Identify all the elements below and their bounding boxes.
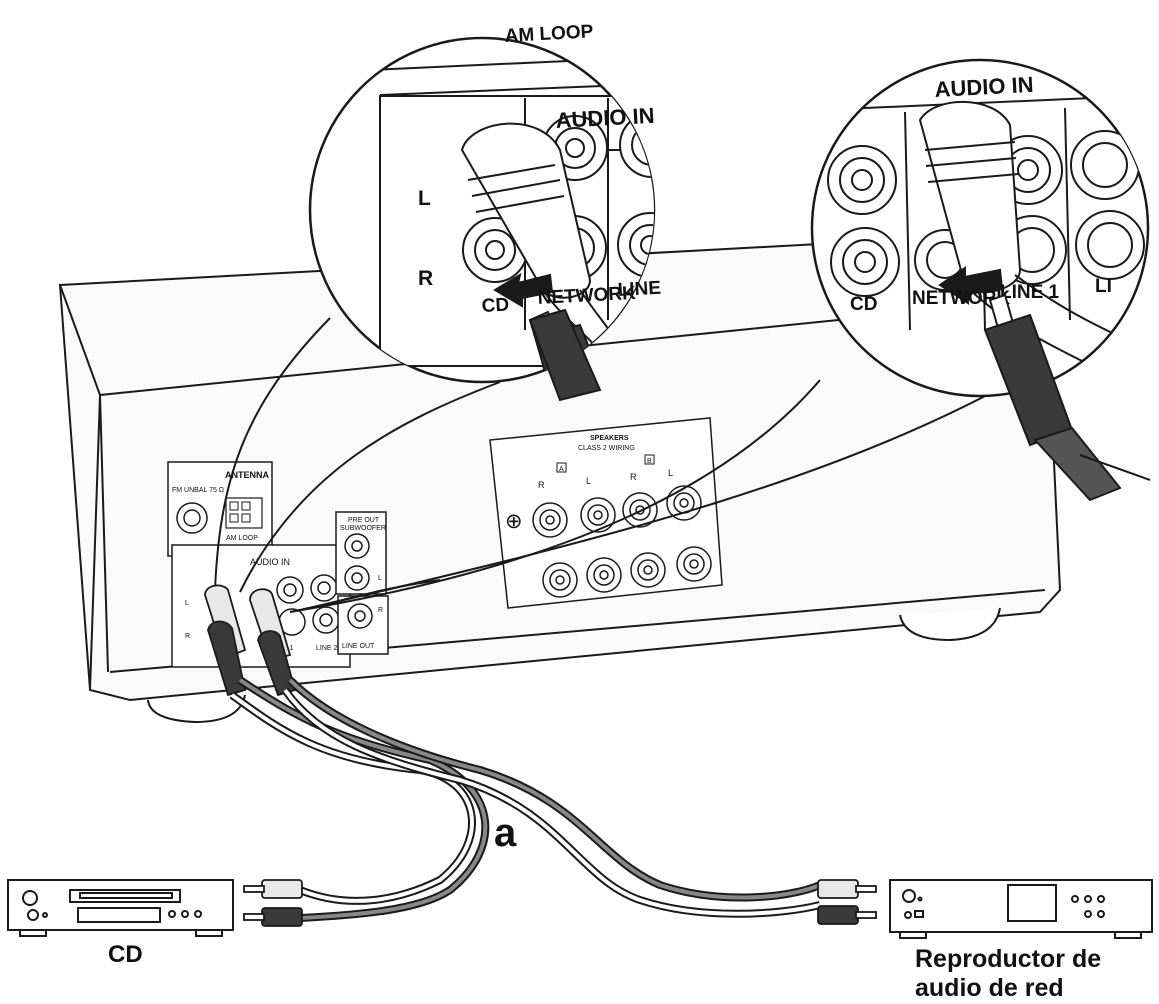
zoom-right: AUDIO IN CD NETWORK LINE 1 LI	[810, 58, 1150, 398]
cd-player	[7, 879, 234, 937]
callout-lines	[214, 317, 1051, 613]
sp-r-label-b: R	[630, 472, 637, 482]
class2-label: CLASS 2 WIRING	[578, 445, 635, 452]
speakers-label: SPEAKERS	[590, 435, 629, 442]
zoom-left-cd: CD	[481, 295, 510, 317]
fm-label: FM UNBAL 75 Ω	[172, 487, 224, 494]
zoom-left-r: R	[418, 267, 433, 290]
zoom-left-network: NETWORK	[537, 283, 636, 309]
zoom-right-network: NETWORK	[912, 288, 1010, 309]
right-dark-plug	[983, 293, 1151, 502]
zoom-left-top-label: AM LOOP	[504, 21, 594, 47]
zoom-right-line2: LI	[1095, 276, 1112, 297]
antenna-panel: ANTENNA FM UNBAL 75 Ω AM LOOP	[167, 461, 273, 557]
cables	[229, 676, 822, 922]
sp-l-label-a: L	[586, 476, 591, 486]
left-dark-plug	[528, 308, 602, 402]
subwoofer-label: SUBWOOFER	[340, 525, 386, 532]
line2-label: LINE 2	[316, 645, 338, 652]
cable-marker-a: a	[494, 811, 517, 855]
left-cable-plugs	[243, 879, 303, 927]
audio-in-label: AUDIO IN	[250, 557, 290, 567]
zoom-right-line: LINE 1	[1000, 282, 1060, 303]
zoom-left-l: L	[418, 187, 431, 210]
pre-out-label: PRE OUT	[348, 517, 380, 524]
network-audio-player	[889, 879, 1153, 939]
sp-b-label: B	[647, 458, 652, 465]
network-label-line2: audio de red	[915, 974, 1064, 1002]
network-label-line1: Reproductor de	[915, 945, 1101, 973]
sp-a-label: A	[559, 466, 564, 473]
pre-l-label: L	[378, 575, 382, 582]
r-label: R	[185, 633, 190, 640]
zoom-right-header: AUDIO IN	[934, 72, 1034, 102]
sp-l-label-b: L	[668, 468, 673, 478]
speaker-terminals	[532, 485, 712, 598]
right-cable-plugs	[817, 879, 877, 925]
zoom-left-line: LINE	[617, 278, 661, 301]
antenna-label: ANTENNA	[225, 470, 269, 480]
zoom-right-cd: CD	[850, 294, 877, 315]
zoom-left-header: AUDIO IN	[555, 103, 655, 133]
sp-r-label-a: R	[538, 480, 545, 490]
plus-symbol: ⊕	[505, 510, 523, 533]
cd-label: CD	[108, 941, 143, 968]
am-loop-label: AM LOOP	[226, 535, 258, 542]
pre-r-label: R	[378, 607, 383, 614]
l-label: L	[185, 600, 189, 607]
pre-out-panel: PRE OUT SUBWOOFER L R LINE OUT	[335, 511, 389, 655]
rca-plugs-panel	[204, 584, 297, 697]
line-out-label: LINE OUT	[342, 643, 375, 650]
